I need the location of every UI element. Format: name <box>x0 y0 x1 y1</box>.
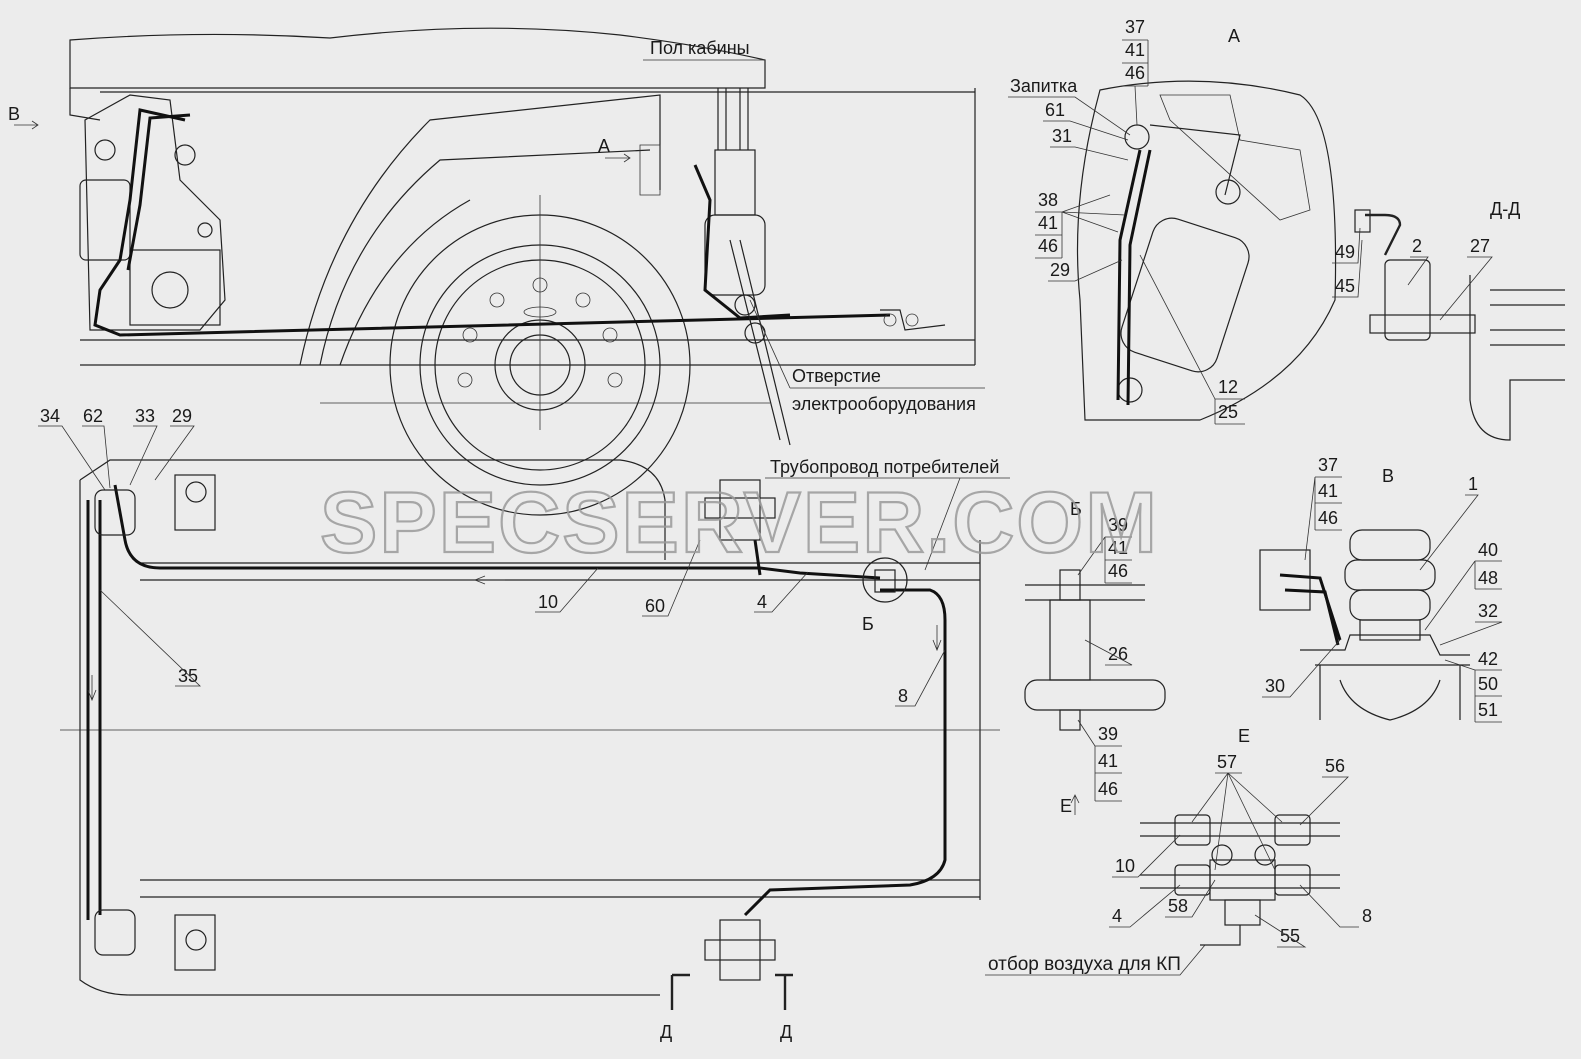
callout-39b: 39 <box>1098 724 1118 744</box>
callout-61: 61 <box>1045 100 1065 120</box>
callout-48: 48 <box>1478 568 1498 588</box>
callout-1: 1 <box>1468 474 1478 494</box>
callout-10b: 10 <box>1115 856 1135 876</box>
view-arrow-v: В <box>8 104 20 124</box>
callout-42: 42 <box>1478 649 1498 669</box>
callout-10a: 10 <box>538 592 558 612</box>
seal-label: Запитка <box>1010 76 1078 96</box>
view-v: В 37 41 46 1 40 48 32 42 50 51 30 <box>1259 455 1503 723</box>
side-view <box>69 27 976 516</box>
callout-2: 2 <box>1412 236 1422 256</box>
view-b: Б 39 41 46 26 39 41 46 Е <box>1024 499 1166 816</box>
view-a-title: А <box>1228 26 1240 46</box>
callout-62: 62 <box>83 406 103 426</box>
callout-4a: 4 <box>757 592 767 612</box>
view-v-title: В <box>1382 466 1394 486</box>
section-d-right: Д <box>780 1022 792 1042</box>
callout-31: 31 <box>1052 126 1072 146</box>
plan-view <box>60 459 1000 996</box>
callout-37a: 37 <box>1125 17 1145 37</box>
callout-46c: 46 <box>1108 561 1128 581</box>
view-e-marker: Е <box>1060 796 1072 816</box>
callout-55: 55 <box>1280 926 1300 946</box>
callout-32: 32 <box>1478 601 1498 621</box>
callout-46a: 46 <box>1125 63 1145 83</box>
callout-50: 50 <box>1478 674 1498 694</box>
callout-12: 12 <box>1218 377 1238 397</box>
callout-41e: 41 <box>1318 481 1338 501</box>
view-a: А 37 41 46 Запитка 61 31 38 41 46 29 12 … <box>1008 17 1337 425</box>
callout-45: 45 <box>1335 276 1355 296</box>
callout-33: 33 <box>135 406 155 426</box>
callout-37b: 37 <box>1318 455 1338 475</box>
callout-41a: 41 <box>1125 40 1145 60</box>
consumer-pipe-label: Трубопровод потребителей <box>770 457 999 477</box>
view-b-marker: Б <box>862 614 874 634</box>
callout-38: 38 <box>1038 190 1058 210</box>
callout-25: 25 <box>1218 402 1238 422</box>
view-dd: Д-Д 49 45 2 27 <box>1332 199 1565 441</box>
callout-27: 27 <box>1470 236 1490 256</box>
air-takeoff-label: отбор воздуха для КП <box>988 954 1181 975</box>
cab-floor-label: Пол кабины <box>650 38 750 58</box>
callout-29b: 29 <box>1050 260 1070 280</box>
callout-8a: 8 <box>898 686 908 706</box>
callout-26: 26 <box>1108 644 1128 664</box>
callout-51: 51 <box>1478 700 1498 720</box>
callout-8b: 8 <box>1362 906 1372 926</box>
callout-56: 56 <box>1325 756 1345 776</box>
callout-40: 40 <box>1478 540 1498 560</box>
callout-46b: 46 <box>1038 236 1058 256</box>
hole-label-1: Отверстие <box>792 366 881 386</box>
callout-46e: 46 <box>1318 508 1338 528</box>
callout-57: 57 <box>1217 752 1237 772</box>
callout-41c: 41 <box>1108 538 1128 558</box>
callout-46d: 46 <box>1098 779 1118 799</box>
view-dd-title: Д-Д <box>1490 199 1520 219</box>
callout-60: 60 <box>645 596 665 616</box>
callout-29a: 29 <box>172 406 192 426</box>
section-d-left: Д <box>660 1022 672 1042</box>
callout-35: 35 <box>178 666 198 686</box>
callout-30: 30 <box>1265 676 1285 696</box>
view-b-title: Б <box>1070 499 1082 519</box>
watermark-text: SPECSERVER.COM <box>320 475 1159 571</box>
callout-49: 49 <box>1335 242 1355 262</box>
view-e: Е 57 56 10 4 58 8 55 отбор воздуха для К… <box>985 726 1372 976</box>
callout-39a: 39 <box>1108 515 1128 535</box>
view-e-title: Е <box>1238 726 1250 746</box>
callout-41b: 41 <box>1038 213 1058 233</box>
callout-4b: 4 <box>1112 906 1122 926</box>
view-arrow-a: А <box>598 136 610 156</box>
callout-34: 34 <box>40 406 60 426</box>
hole-label-2: электрооборудования <box>792 394 976 414</box>
callout-58: 58 <box>1168 896 1188 916</box>
callout-41d: 41 <box>1098 751 1118 771</box>
